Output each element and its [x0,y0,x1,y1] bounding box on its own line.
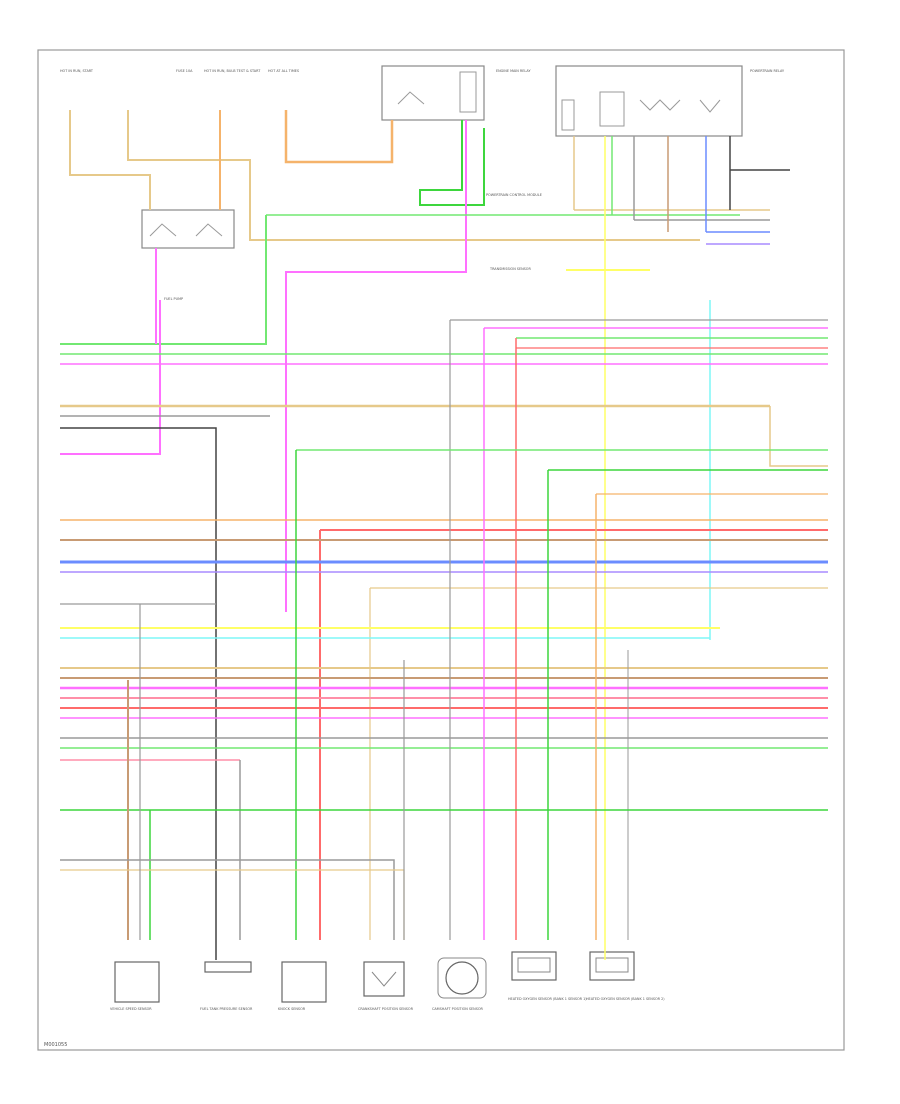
fuel-pump-relay-box [141,209,235,249]
wire-layer [60,110,828,960]
wire-7 [60,215,267,345]
label-powertrain-relay: POWERTRAIN RELAY [750,69,785,73]
engine-relay-box [381,65,485,121]
diagram-frame [37,49,845,1051]
label-hot-run-bulb: HOT IN RUN, BULB TEST & START [204,69,261,73]
wire-69 [60,859,395,940]
wire-10 [60,300,161,455]
label-bottom-3: KNOCK SENSOR [278,1007,306,1011]
label-bottom-4: CRANKSHAFT POSITION SENSOR [358,1007,414,1011]
bottom-component-1 [114,961,160,1003]
label-engine-relay: ENGINE MAIN RELAY [496,69,531,73]
bottom-component-3 [281,961,327,1003]
wire-30 [60,427,217,960]
label-layer: HOT IN RUN, START FUSE 10A HOT IN RUN, BUL… [60,69,785,1011]
bottom-component-7 [589,951,635,981]
label-hot-all-times: HOT AT ALL TIMES [268,69,299,73]
bottom-component-6 [511,951,557,981]
label-fuse-left: FUSE 10A [176,69,193,73]
label-bottom-6: HEATED OXYGEN SENSOR (BANK 1 SENSOR 1) [508,997,587,1001]
wire-5 [419,120,485,206]
bottom-component-4 [363,961,405,997]
wire-6 [285,120,467,612]
label-bottom-5: CAMSHAFT POSITION SENSOR [432,1007,484,1011]
label-bottom-2: FUEL TANK PRESSURE SENSOR [200,1007,253,1011]
label-power-control-module: POWERTRAIN CONTROL MODULE [486,193,542,197]
wire-2 [127,110,700,241]
wire-1 [69,110,151,210]
wire-28 [769,406,828,467]
label-transmission-sensor: TRANSMISSION SENSOR [489,267,531,271]
label-bottom-1: VEHICLE SPEED SENSOR [110,1007,152,1011]
powertrain-control-module-box [555,65,743,137]
label-bottom-7: HEATED OXYGEN SENSOR (BANK 1 SENSOR 2) [586,997,665,1001]
wire-70 [60,869,405,940]
bottom-component-2 [204,961,252,973]
label-fuel-pump: FUEL PUMP [164,297,183,301]
footer-code: M001055 [44,1042,67,1048]
wire-4 [284,110,394,164]
bottom-component-5 [437,957,487,999]
label-hot-run-start-left: HOT IN RUN, START [60,69,94,73]
